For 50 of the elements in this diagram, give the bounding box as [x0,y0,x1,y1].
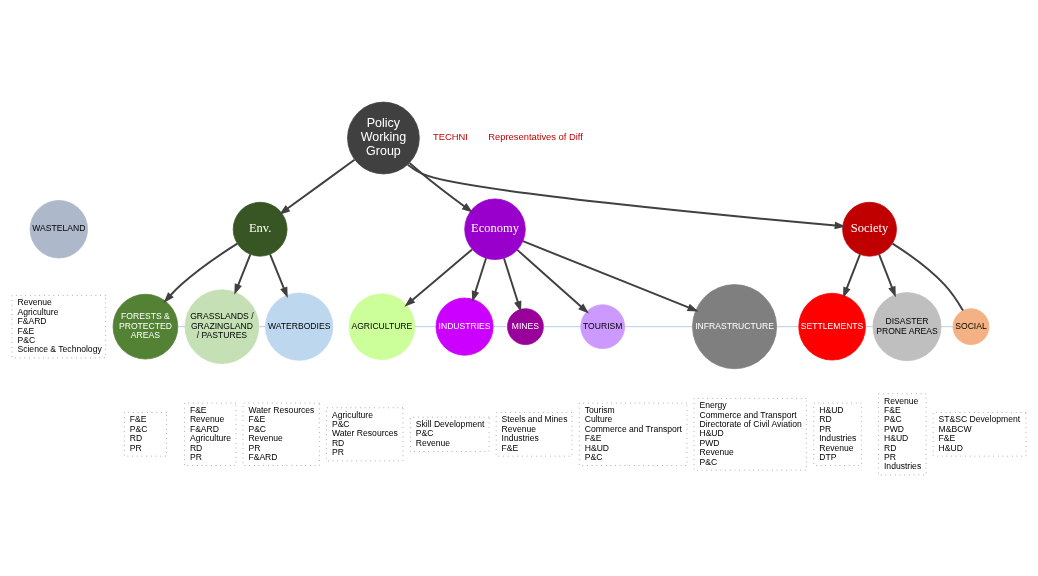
connector [940,325,954,327]
connector [258,325,266,327]
arrow [234,252,252,295]
node-box: Water Resources F&E P&C Revenue PR F&ARD [242,402,320,466]
node-circle: INFRASTRUCTURE [692,283,777,369]
arrow [842,252,861,298]
node-circle: Env. [232,201,288,257]
node-box: Tourism Culture Commerce and Transport F&E H&UD P&C [578,402,688,466]
node-circle: SETTLEMENTS [798,292,866,360]
connector [543,325,582,327]
arrow [471,256,487,302]
node-box: F&E Revenue F&ARD Agriculture RD PR [184,402,237,466]
node-circle: Policy Working Group [347,101,420,174]
connector [865,325,873,327]
node-box: Steels and Mines Revenue Industries F&E [495,411,573,457]
arrow [279,158,356,215]
node-circle: WASTELAND [29,199,88,258]
arrow [404,247,474,307]
node-box: H&UD RD PR Industries Revenue DTP [813,402,862,466]
connector [177,325,186,327]
node-circle: GRASSLANDS / GRAZINGLAND / PASTURES [184,288,260,364]
node-box: F&E P&C RD PR [123,411,167,457]
node-box: Revenue Agriculture F&ARD F&E P&C Science & Technology [11,294,107,358]
node-circle: MINES [507,307,544,345]
node-circle: Society [842,201,897,257]
arrow [878,252,896,297]
node-circle: DISASTER PRONE AREAS [872,291,942,361]
arrow [163,242,239,303]
connector [624,325,693,327]
node-circle: Economy [464,198,526,260]
connector [776,325,799,327]
arrow [516,248,589,314]
node-circle: INDUSTRIES [435,297,494,356]
arrow [269,252,288,298]
connector [414,325,437,327]
arrow [408,161,473,213]
node-box: ST&SC Development M&BCW F&E H&UD [932,411,1027,457]
node-box: Skill Development P&C Revenue [409,416,490,452]
connector [492,325,508,327]
node-circle: WATERBODIES [265,292,334,361]
node-box: Agriculture P&C Water Resources RD PR [326,406,404,461]
node-box: Energy Commerce and Transport Directorate of Civil Aviation H&UD PWD Revenue P&C [693,397,807,471]
arrow [522,239,699,311]
label: TECHNI [433,131,468,142]
node-circle: SOCIAL [952,307,990,345]
node-box: Revenue F&E P&C PWD H&UD RD PR Industries [878,392,927,475]
connector [891,242,964,312]
label: Representatives of Diff [488,131,583,142]
arrow [503,256,522,312]
arrow [406,163,846,229]
